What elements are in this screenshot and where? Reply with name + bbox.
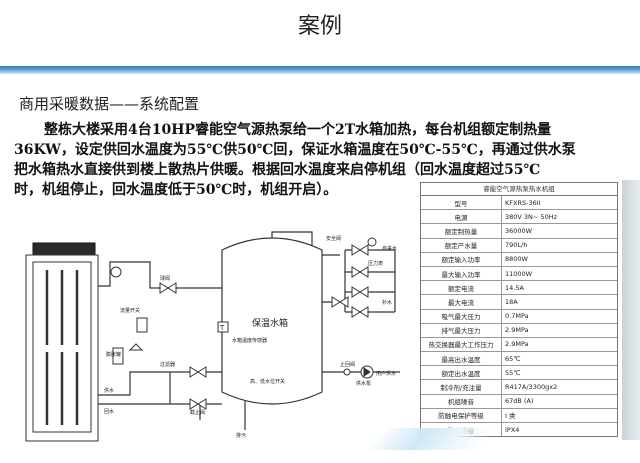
expansion-tank-label: 膨胀罐 xyxy=(106,351,121,358)
spec-value: 67dB (A) xyxy=(501,393,617,409)
spec-value: KFXRS-36II xyxy=(505,198,541,207)
spec-key: 额定出水温度 xyxy=(421,365,502,380)
make-up-label-2: 补水 xyxy=(382,299,392,306)
pressure-gauge-label: 压力表 xyxy=(368,260,383,267)
spec-value: 2.9MPa xyxy=(501,336,617,352)
drain-label: 排污 xyxy=(236,432,246,439)
spec-value: R417A/3300gx2 xyxy=(501,379,617,395)
pump-label: 供水泵 xyxy=(356,380,371,387)
section-subheader: 商用采暖数据——系统配置 xyxy=(19,95,200,113)
spec-key: 型号 xyxy=(421,196,502,210)
valve-label-top: 球阀 xyxy=(160,275,170,282)
return-label: 回水 xyxy=(104,408,114,415)
spec-value: 790L/h xyxy=(501,237,617,253)
valve-icons xyxy=(110,237,377,410)
paragraph-line-1: 整栋大楼采用4台10HP睿能空气源热泵给一个2T水箱加热，每台机组额定制热量 xyxy=(44,122,552,138)
spec-value: 36000W xyxy=(501,223,617,239)
tank-label: 保温水箱 xyxy=(252,317,288,329)
spec-key: 额定输入功率 xyxy=(421,251,502,267)
sensor-label: 水箱温度传感器 xyxy=(232,337,267,344)
relief-valve-label: 安全阀 xyxy=(326,235,341,242)
spec-table-title: 睿能空气源热泵热水机组 xyxy=(421,183,617,196)
header-band xyxy=(0,66,640,74)
level-switch-label: 高、低水位开关 xyxy=(250,378,285,385)
flow-switch-label: 流量开关 xyxy=(120,307,140,314)
spec-key: 电源 xyxy=(421,209,502,224)
spec-value: 55℃ xyxy=(501,365,617,380)
check-valve-label: 止回阀 xyxy=(340,361,355,368)
spec-value: 8800W xyxy=(501,251,617,267)
outlet-label: 用户供水 xyxy=(376,370,396,377)
spec-key: 机组噪音 xyxy=(421,393,502,409)
spec-key: 吸气最大压力 xyxy=(421,308,502,324)
spec-key: 制冷剂/充注量 xyxy=(421,379,502,395)
edge-decoration xyxy=(622,180,640,440)
spec-key: 额定产水量 xyxy=(421,237,502,253)
insulated-water-tank xyxy=(221,237,323,405)
filter-label: 过滤器 xyxy=(160,361,175,368)
spec-value: 2.9MPa xyxy=(501,322,617,338)
spec-key: 额定制热量 xyxy=(421,223,502,239)
spec-value: 14.5A xyxy=(501,280,617,295)
spec-key: 最大输入功率 xyxy=(421,265,502,281)
spec-key: 最高出水温度 xyxy=(421,351,502,366)
description-paragraph: 整栋大楼采用4台10HP睿能空气源热泵给一个2T水箱加热，每台机组额定制热量 3… xyxy=(14,120,626,200)
decorative-swoosh xyxy=(368,428,494,450)
spec-value: 65℃ xyxy=(501,351,617,366)
slide-title: 案例 xyxy=(297,14,342,39)
ball-valve-label: 截止阀 xyxy=(190,409,205,416)
spec-value: 0.7MPa xyxy=(501,308,617,324)
spec-value: 18A xyxy=(501,294,617,309)
spec-key: 热交换器最大工作压力 xyxy=(421,336,502,352)
paragraph-line-3: 把水箱热水直接供到楼上散热片供暖。根据回水温度来启停机组（回水温度超过55℃ xyxy=(14,162,541,178)
paragraph-line-4: 时，机组停止，回水温度低于50℃时，机组开启）。 xyxy=(14,182,338,198)
paragraph-line-2: 36KW，设定供回水温度为55℃供50℃回，保证水箱温度在50℃-55℃，再通过… xyxy=(14,142,576,158)
spec-key: 最大电流 xyxy=(421,294,502,309)
spec-value: IPX4 xyxy=(501,422,617,437)
temp-sensor-icon xyxy=(217,321,229,333)
make-up-label: 自来水 xyxy=(382,245,397,252)
temp-sensor-symbol: T xyxy=(219,324,225,332)
spec-value: 11000W xyxy=(501,265,617,281)
spec-key: 防触电保护等级 xyxy=(421,407,502,423)
spec-key: 额定电流 xyxy=(421,280,502,295)
spec-value: 380V 3N~ 50Hz xyxy=(501,209,617,224)
spec-key: 排气最大压力 xyxy=(421,322,502,338)
spec-value: I 类 xyxy=(501,407,617,423)
heat-pump-unit xyxy=(25,242,99,442)
supply-label: 供水 xyxy=(104,387,114,394)
